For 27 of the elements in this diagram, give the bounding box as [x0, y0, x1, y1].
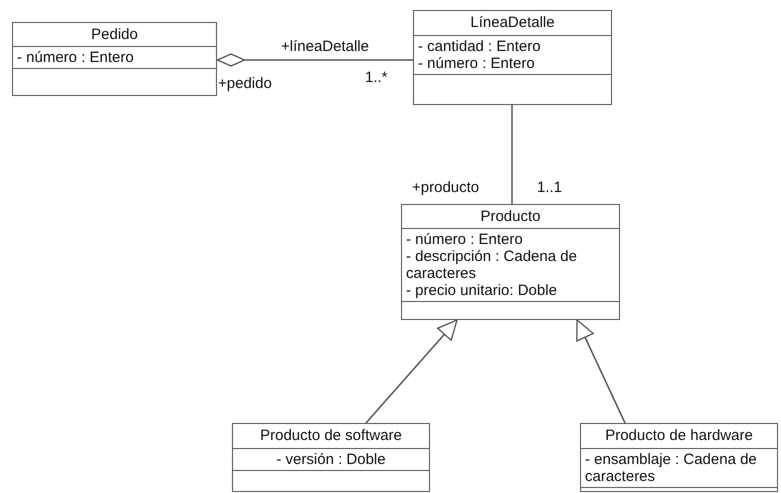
multiplicity-label: 1..* — [365, 69, 388, 86]
class-box — [580, 423, 778, 492]
role-label: +líneaDetalle — [281, 38, 369, 55]
class-box — [413, 10, 612, 105]
role-label: +producto — [412, 179, 480, 196]
class-name: LíneaDetalle — [470, 14, 555, 31]
class-box — [401, 204, 620, 320]
attribute-text: - ensamblaje : Cadena de caracteres — [585, 451, 758, 485]
generalization-arrow — [365, 319, 458, 424]
class-name: Producto de hardware — [605, 427, 753, 444]
attribute-text: - número : Entero — [17, 49, 135, 66]
attribute-text: - precio unitario: Doble — [406, 282, 558, 299]
generalization-arrow — [576, 319, 626, 424]
class-name: Pedido — [91, 26, 138, 43]
class-box — [12, 22, 217, 96]
attribute-text: - cantidad : Entero — [418, 38, 542, 55]
class-box — [232, 423, 430, 492]
attribute-text: - versión : Doble — [275, 451, 387, 468]
aggregation-line — [216, 53, 413, 67]
association-line — [511, 105, 513, 204]
role-label: +pedido — [218, 75, 272, 92]
class-name: Producto — [480, 208, 541, 225]
attribute-text: - descripción : Cadena de caracteres — [406, 248, 578, 282]
attribute-text: - número : Entero — [406, 231, 524, 248]
class-name: Producto de software — [260, 427, 402, 444]
attribute-text: - número : Entero — [418, 55, 536, 72]
multiplicity-label: 1..1 — [537, 179, 562, 196]
